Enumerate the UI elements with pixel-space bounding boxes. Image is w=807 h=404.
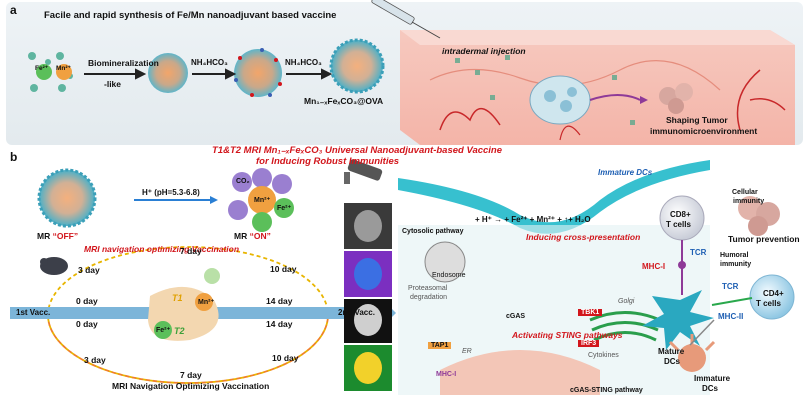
cd4-label: CD4+ — [763, 289, 784, 298]
endosome — [424, 241, 466, 283]
panel-a-label: a — [10, 3, 17, 17]
step1b-label: -like — [104, 79, 122, 89]
precursor-cluster — [28, 52, 73, 92]
cytokines-label: Cytokines — [588, 352, 619, 359]
panel-a-title: Facile and rapid synthesis of Fe/Mn nano… — [44, 10, 337, 21]
mature-dc — [642, 290, 714, 350]
panel-b-title-1: T1&T2 MRI Mn₁₋ₓFeₓCO₃ Universal Nanoadju… — [212, 145, 503, 156]
t1-label: T1 — [172, 293, 183, 303]
tumor-cells-b — [738, 196, 780, 236]
er-label: ER — [462, 348, 472, 355]
t2-label: T2 — [174, 326, 185, 336]
endosome-label: Endosome — [432, 272, 466, 279]
mn-ion-label-a: Mn²⁺ — [56, 65, 71, 72]
released-ions — [228, 168, 294, 232]
humoral-label-2: immunity — [720, 261, 752, 268]
mature-dc-label-1: Mature — [658, 347, 685, 356]
fe-ion-blob: Fe²⁺ — [156, 327, 171, 334]
day-10-top: 10 day — [270, 264, 297, 274]
ph-label: H⁺ (pH=5.3-6.8) — [142, 188, 200, 197]
cgas-sting-label: cGAS-STING pathway — [570, 387, 643, 394]
fe-ion-label-a: Fe²⁺ — [35, 65, 49, 72]
day-3-top: 3 day — [78, 265, 100, 275]
immature-dcs-top: Immature DCs — [598, 168, 653, 177]
tumor-cells — [659, 83, 693, 114]
nanoparticle-mr-off — [37, 168, 97, 228]
humoral-label-1: Humoral — [720, 252, 749, 259]
sting-label: Activating STING pathways — [512, 330, 623, 340]
day-7-top: 7 day — [180, 246, 202, 256]
t1-t2-blob — [148, 268, 220, 341]
mn-ion-label-b: Mn²⁺ — [254, 197, 271, 204]
cd4-label-b: T cells — [756, 299, 781, 308]
cellular-label-1: Cellular — [732, 189, 758, 196]
mri-images — [344, 203, 392, 391]
day-14-a: 14 day — [266, 296, 293, 306]
irf3-label: IRF3 — [578, 340, 600, 347]
day-7-bot: 7 day — [180, 370, 202, 380]
nanoparticle-2 — [234, 48, 282, 97]
vacc-1-label: 1st Vacc. — [16, 308, 51, 317]
mn-ion-dot — [56, 64, 72, 80]
tap1-label: TAP1 — [428, 342, 452, 349]
reaction-label: + H⁺ → + Fe²⁺ + Mn²⁺ + ↑+ H₂O — [475, 215, 591, 224]
tumor-prevention-label: Tumor prevention — [728, 234, 800, 244]
proteasomal-label-2: degradation — [410, 294, 447, 301]
mature-dc-label-2: DCs — [664, 357, 681, 366]
mn-ion-blob: Mn²⁺ — [198, 299, 215, 306]
cycle-bottom — [47, 314, 329, 384]
cellular-label-2: immunity — [733, 198, 765, 205]
step1-label: Biomineralization — [88, 58, 159, 68]
nucleus — [440, 350, 600, 395]
nanoparticle-3 — [329, 38, 385, 94]
day-14-b: 14 day — [266, 319, 293, 329]
proteasomal-label-1: Proteasomal — [408, 285, 448, 292]
cgas-label: cGAS — [506, 313, 526, 320]
mhc2-label: MHC-II — [718, 312, 744, 321]
day-10-bot: 10 day — [272, 353, 299, 363]
golgi-label: Golgi — [618, 298, 635, 305]
camera-icon — [344, 159, 383, 184]
cross-presentation-label: Inducing cross-presentation — [526, 232, 641, 242]
nanoparticle-1 — [148, 53, 188, 93]
mhc1-small-label: MHC-I — [436, 371, 457, 378]
product-label: Mn₁₋ₓFeₓCO₃@OVA — [304, 96, 384, 106]
fe-ion-dot — [36, 64, 52, 80]
day-3-bot: 3 day — [84, 355, 106, 365]
step2-label: NH₄HCO₃ — [191, 58, 228, 67]
shaping-label-1: Shaping Tumor — [666, 115, 728, 125]
mhc1-label: MHC-I — [642, 262, 666, 271]
tbk1-label: TBK1 — [578, 309, 603, 316]
cd8-label: CD8+ — [670, 210, 691, 219]
cd4-t-cell — [749, 274, 795, 320]
lymph-node — [529, 75, 648, 125]
shaping-label-2: immunomicroenvironment — [650, 126, 758, 136]
cytosolic-label: Cytosolic pathway — [402, 228, 464, 235]
panel-b-title-2: for Inducing Robust Immunities — [256, 156, 400, 167]
nav-top-label: MRI navigation optimizing Vaccination — [84, 244, 240, 254]
mouse-icon-left — [40, 257, 68, 275]
cd8-label-b: T cells — [666, 220, 691, 229]
day-0-a: 0 day — [76, 296, 98, 306]
tcr-bottom-label: TCR — [722, 282, 739, 291]
immature-dc-label-1: Immature — [694, 374, 731, 383]
mr-on-label: MR “ON” — [234, 231, 271, 241]
day-0-b: 0 day — [76, 319, 98, 329]
vacc-2-label: 2nd Vacc. — [338, 308, 375, 317]
tcr-top-label: TCR — [690, 248, 707, 257]
step3-label: NH₄HCO₃ — [285, 58, 322, 67]
mr-off-label: MR “OFF” — [37, 231, 79, 241]
panel-b-label: b — [10, 150, 18, 164]
co2-label: CO₂ — [236, 178, 250, 185]
injection-label: intradermal injection — [442, 46, 526, 56]
nav-bottom-label: MRI Navigation Optimizing Vaccination — [112, 381, 270, 391]
skin-tissue — [400, 30, 795, 145]
fe-ion-label-b: Fe²⁺ — [277, 205, 292, 212]
immature-dc-label-2: DCs — [702, 384, 719, 393]
golgi — [589, 311, 661, 342]
syringe-icon — [371, 0, 441, 39]
